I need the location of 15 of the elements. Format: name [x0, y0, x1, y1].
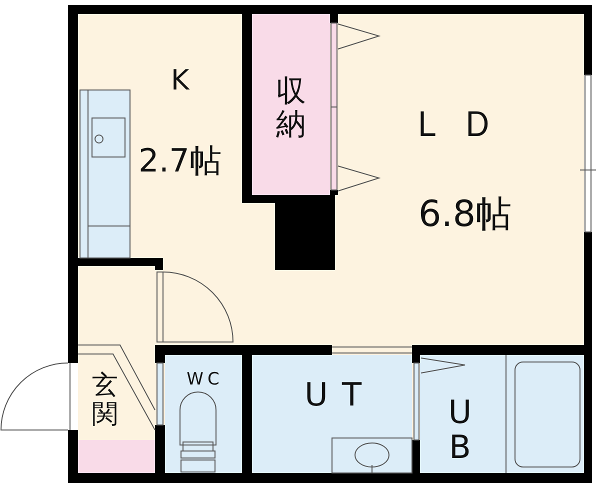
- room-name: WC: [186, 370, 224, 390]
- utility-room: [252, 355, 412, 473]
- room-name: UB: [447, 394, 473, 466]
- room-name: UT: [304, 377, 376, 413]
- pillar: [275, 195, 335, 270]
- bathroom: [420, 355, 584, 473]
- room-name: K: [170, 66, 190, 96]
- room-name: ＬＤ: [410, 105, 510, 145]
- shoe-cabinet: [78, 440, 155, 473]
- room-size: 2.7帖: [138, 143, 222, 179]
- toilet-room: [165, 355, 242, 473]
- room-size: 6.8帖: [418, 195, 512, 235]
- room-name: 収納: [276, 75, 306, 141]
- room-name: 玄関: [92, 371, 118, 429]
- storage-closet: [252, 13, 330, 195]
